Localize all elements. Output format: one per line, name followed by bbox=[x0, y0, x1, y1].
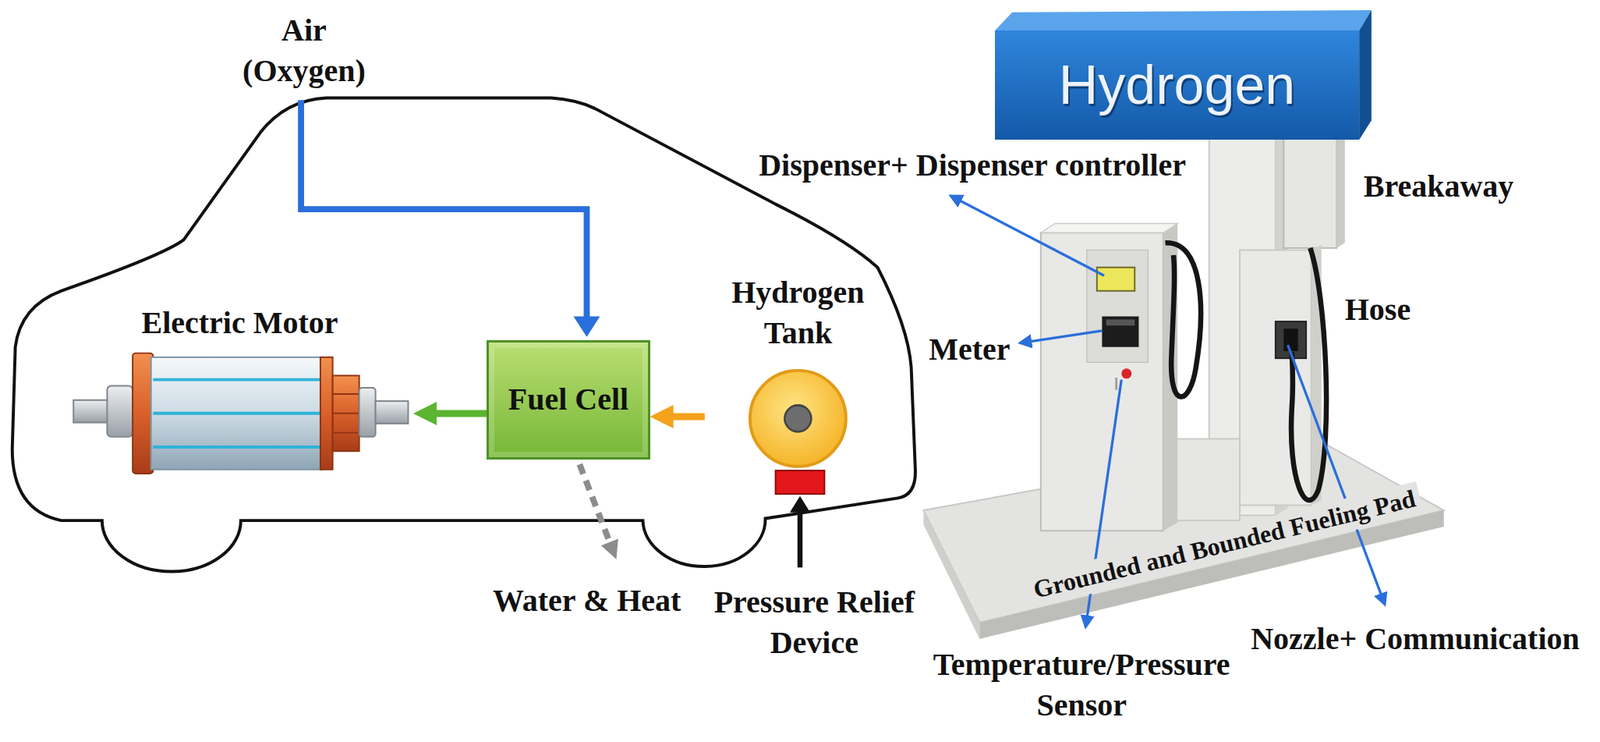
fuel-cell-box: Fuel Cell bbox=[486, 339, 650, 460]
sign-top bbox=[994, 10, 1372, 31]
commutator-line bbox=[332, 392, 360, 395]
relief-arrowhead bbox=[789, 495, 811, 513]
flow-arrow bbox=[429, 410, 487, 418]
motor-node: Electric Motor bbox=[66, 297, 414, 478]
pad-side bbox=[923, 509, 980, 639]
node-text: Hydrogen Tank bbox=[714, 272, 882, 354]
callout-label: Nozzle+ Communication bbox=[1250, 618, 1580, 659]
node-text: Electric Motor bbox=[141, 302, 338, 344]
water-arrow bbox=[579, 463, 609, 541]
callout-label: Pressure Relief Device bbox=[689, 581, 939, 663]
callout-label: Hose bbox=[1345, 289, 1411, 330]
pressure-relief-device bbox=[775, 470, 825, 494]
commutator-line bbox=[332, 412, 360, 415]
motor-bearing bbox=[106, 385, 133, 436]
station-sign: Hydrogen bbox=[994, 30, 1360, 140]
hose bbox=[1291, 247, 1327, 500]
sensor-mark bbox=[1115, 377, 1118, 390]
meter-display bbox=[1106, 318, 1136, 326]
tank-node: Hydrogen Tank bbox=[704, 267, 892, 470]
callout-label: Meter bbox=[928, 329, 1010, 370]
dispenser-panel bbox=[1086, 249, 1149, 362]
leader-line bbox=[1288, 344, 1385, 604]
callout-label: Dispenser+ Dispenser controller bbox=[758, 145, 1186, 186]
callout-label: Water & Heat bbox=[492, 580, 681, 621]
leader-line bbox=[1020, 330, 1103, 344]
sensor-button bbox=[1121, 368, 1132, 379]
meter-keypad bbox=[1101, 316, 1139, 347]
air-arrow bbox=[300, 99, 587, 319]
motor-end-plate bbox=[320, 357, 333, 470]
motor-band bbox=[152, 378, 321, 382]
leader-line bbox=[951, 195, 1105, 276]
callout-label: Air (Oxygen) bbox=[230, 10, 379, 92]
flow-arrow bbox=[666, 412, 705, 420]
air-arrowhead bbox=[573, 316, 600, 337]
dispenser-cabinet bbox=[1040, 232, 1164, 531]
relief-arrow bbox=[797, 509, 804, 567]
motor-body bbox=[151, 357, 323, 470]
motor-bearing bbox=[359, 387, 376, 437]
dispenser-screen bbox=[1097, 267, 1135, 291]
tank-valve bbox=[784, 404, 811, 432]
node-text: Hydrogen bbox=[1058, 52, 1296, 118]
callout-label: Temperature/Pressure Sensor bbox=[913, 644, 1250, 726]
motor-end-plate bbox=[132, 353, 153, 474]
water-arrowhead bbox=[601, 538, 619, 560]
node-text: Fuel Cell bbox=[508, 378, 629, 420]
sign-side bbox=[1359, 10, 1372, 140]
motor-commutator bbox=[332, 375, 360, 451]
dispenser-top bbox=[1040, 223, 1178, 233]
hose bbox=[1165, 242, 1201, 397]
nozzle bbox=[1283, 328, 1298, 351]
motor-band bbox=[152, 445, 321, 449]
motor-shaft bbox=[73, 400, 110, 423]
motor-drawing bbox=[73, 353, 408, 474]
tank-circle bbox=[750, 370, 847, 467]
callout-label: Breakaway bbox=[1363, 166, 1515, 207]
motor-shaft bbox=[375, 400, 409, 424]
motor-band bbox=[152, 411, 321, 415]
commutator-line bbox=[332, 431, 360, 434]
